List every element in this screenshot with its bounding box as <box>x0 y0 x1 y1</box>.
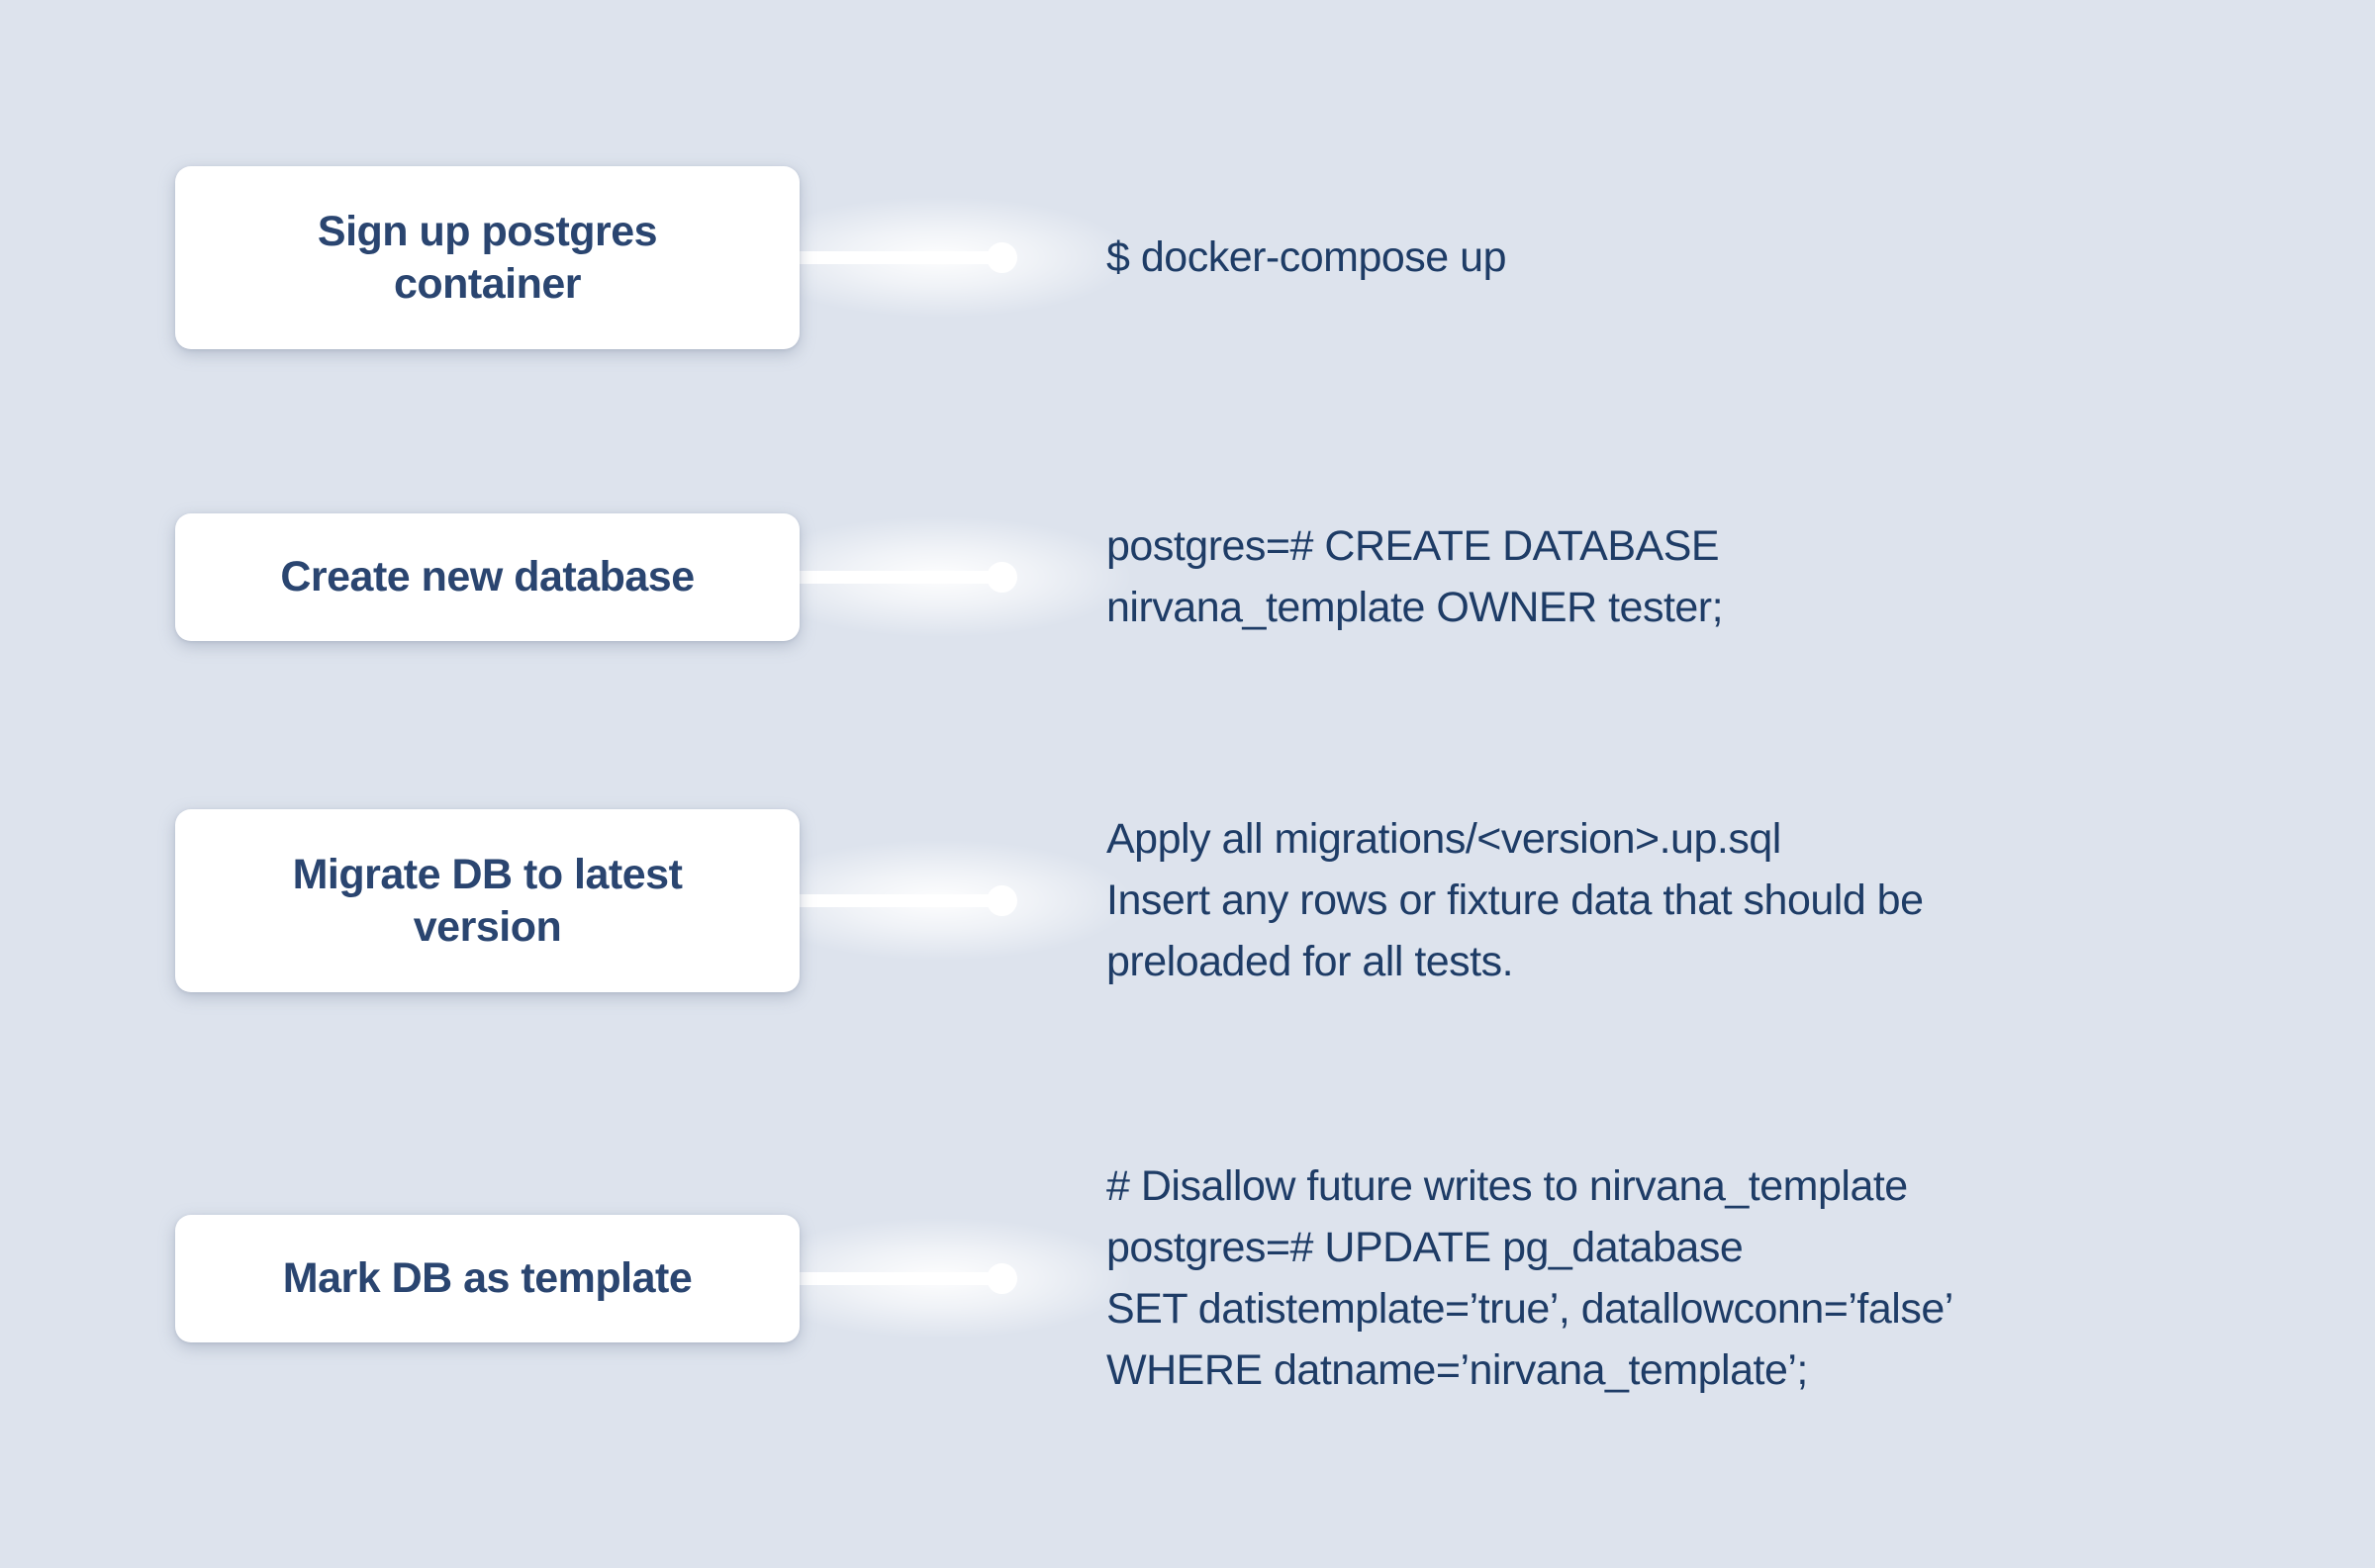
step-card-mark-db-as-template: Mark DB as template <box>175 1215 800 1342</box>
step-desc-line: SET datistemplate=’true’, datallowconn=’… <box>1106 1285 1953 1333</box>
step-card-create-new-database: Create new database <box>175 513 800 641</box>
step-desc-line: Insert any rows or fixture data that sho… <box>1106 876 1924 924</box>
connector-dot <box>987 562 1017 593</box>
step-card-sign-up-postgres-container: Sign up postgres container <box>175 166 800 349</box>
connector-dot <box>987 1263 1017 1294</box>
connector-line <box>794 1272 998 1285</box>
step-label-line: Sign up postgres <box>317 207 658 255</box>
step-desc-line: Apply all migrations/<version>.up.sql <box>1106 815 1781 863</box>
step-card-label: Mark DB as template <box>283 1252 693 1305</box>
step-description: postgres=# CREATE DATABASE nirvana_templ… <box>1106 515 1724 638</box>
step-description: $ docker-compose up <box>1106 227 1507 288</box>
step-label-line: Mark DB as template <box>282 1254 693 1302</box>
step-description: Apply all migrations/<version>.up.sql In… <box>1106 808 1924 992</box>
step-card-label: Create new database <box>280 551 695 603</box>
step-description: # Disallow future writes to nirvana_temp… <box>1106 1155 1953 1401</box>
step-desc-line: $ docker-compose up <box>1106 233 1507 281</box>
connector-dot <box>987 885 1017 916</box>
step-label-line: Migrate DB to latest <box>292 850 683 898</box>
step-label-line: version <box>413 902 562 951</box>
step-label-line: container <box>393 259 582 308</box>
connector-line <box>794 251 998 264</box>
step-card-migrate-db-to-latest-version: Migrate DB to latest version <box>175 809 800 992</box>
step-desc-line: postgres=# UPDATE pg_database <box>1106 1224 1744 1271</box>
step-label-line: Create new database <box>280 553 695 600</box>
connector-line <box>794 571 998 584</box>
step-desc-line: WHERE datname=’nirvana_template’; <box>1106 1346 1808 1394</box>
step-card-label: Migrate DB to latest version <box>293 849 683 954</box>
step-desc-line: # Disallow future writes to nirvana_temp… <box>1106 1162 1908 1210</box>
step-desc-line: preloaded for all tests. <box>1106 938 1514 985</box>
step-desc-line: nirvana_template OWNER tester; <box>1106 584 1724 631</box>
connector-line <box>794 894 998 907</box>
step-card-label: Sign up postgres container <box>317 206 658 311</box>
connector-dot <box>987 242 1017 273</box>
step-desc-line: postgres=# CREATE DATABASE <box>1106 522 1720 570</box>
